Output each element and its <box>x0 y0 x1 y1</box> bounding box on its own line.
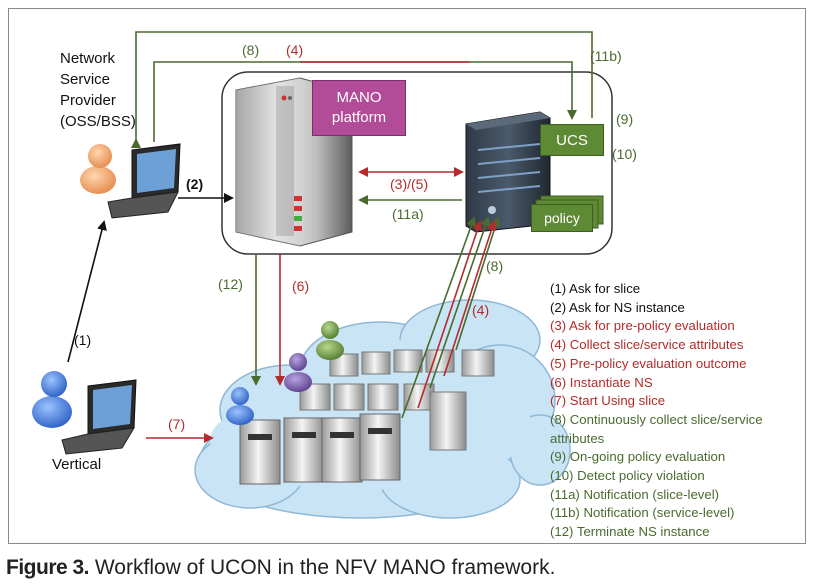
arrow-8-cloud-c <box>455 216 501 351</box>
vertical-laptop-icon <box>61 379 137 455</box>
label-11b: (11b) <box>590 48 622 64</box>
legend-item: (8) Continuously collect slice/service <box>550 411 763 427</box>
figure-number: Figure 3. <box>6 556 90 579</box>
arrow-4-cloud-b <box>443 220 497 377</box>
figure-caption: Figure 3. Workflow of UCON in the NFV MA… <box>6 556 555 580</box>
nsp-person-icon <box>80 144 116 194</box>
arrow-4-cloud-a <box>417 220 483 409</box>
user-icon-green <box>316 321 344 360</box>
legend-item: (9) On-going policy evaluation <box>550 449 726 465</box>
label-8-cloud: (8) <box>486 258 504 274</box>
legend-item: attributes <box>550 430 605 446</box>
arrow-1 <box>67 220 107 363</box>
policy-label: policy <box>531 204 593 232</box>
legend: (1) Ask for slice (2) Ask for NS instanc… <box>550 280 763 542</box>
legend-item: (12) Terminate NS instance <box>550 524 710 540</box>
label-9: (9) <box>616 111 634 127</box>
nsp-laptop-icon <box>107 143 181 219</box>
label-3-5: (3)/(5) <box>390 176 429 192</box>
label-4-cloud: (4) <box>472 302 490 318</box>
legend-item: (1) Ask for slice <box>550 281 641 296</box>
legend-item: (5) Pre-policy evaluation outcome <box>550 355 747 371</box>
legend-item: (6) Instantiate NS <box>550 374 653 390</box>
label-6: (6) <box>292 278 310 294</box>
user-icon-blue-cloud <box>226 387 254 425</box>
label-1: (1) <box>74 332 92 348</box>
legend-item: (4) Collect slice/service attributes <box>550 337 744 353</box>
user-icon-purple <box>284 353 312 392</box>
legend-item: (7) Start Using slice <box>550 393 666 409</box>
label-4-top: (4) <box>286 42 304 58</box>
legend-item: (3) Ask for pre-policy evaluation <box>550 318 735 334</box>
caption-text: Workflow of UCON in the NFV MANO framewo… <box>89 556 556 579</box>
label-8-top: (8) <box>242 42 260 58</box>
vertical-label: Vertical <box>52 456 102 473</box>
label-2: (2) <box>186 176 204 192</box>
vertical-person-icon <box>32 371 72 428</box>
ucs-server <box>465 111 551 233</box>
cloud-servers-back <box>299 349 495 451</box>
legend-item: (11b) Notification (service-level) <box>550 505 735 521</box>
arrow-8-cloud-b <box>429 216 491 389</box>
legend-item: (2) Ask for NS instance <box>550 299 685 315</box>
label-12: (12) <box>218 276 243 292</box>
label-7: (7) <box>168 416 186 432</box>
legend-item: (11a) Notification (slice-level) <box>550 486 720 502</box>
ucs-label: UCS <box>540 124 604 156</box>
legend-item: (10) Detect policy violation <box>550 468 705 484</box>
nsp-label: Network Service Provider (OSS/BSS) <box>60 50 136 130</box>
cloud-servers-front <box>239 413 401 485</box>
arrow-8-cloud-a <box>401 216 476 419</box>
label-11a: (11a) <box>392 206 424 222</box>
figure-frame <box>8 8 806 544</box>
label-10: (10) <box>612 146 637 162</box>
arrow-11b <box>131 31 593 148</box>
